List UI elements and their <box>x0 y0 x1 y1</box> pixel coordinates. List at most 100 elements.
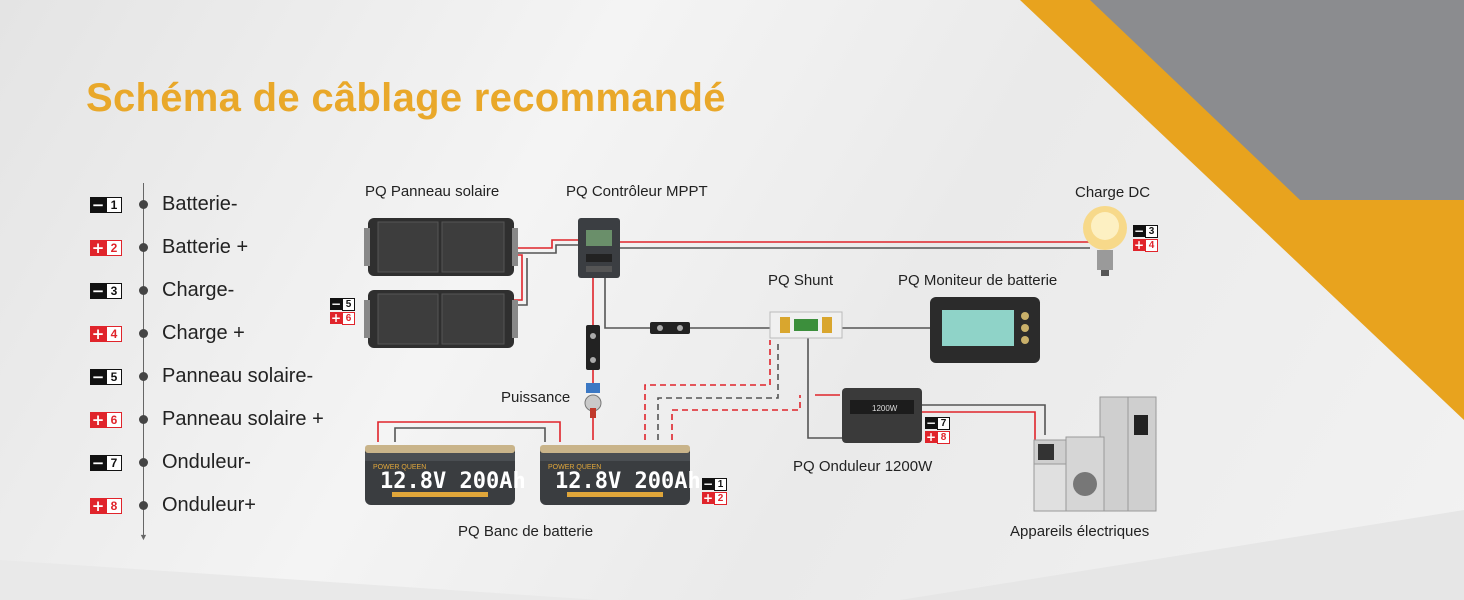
legend-item: +8 <box>90 495 122 517</box>
battery-bank-label: PQ Banc de batterie <box>458 523 594 540</box>
monitor-icon <box>930 297 1040 363</box>
wire-number: 3 <box>1145 224 1158 238</box>
minus-icon: − <box>90 368 106 386</box>
battery-rating-2: 12.8V 200Ah <box>555 469 701 494</box>
inverter-label: PQ Onduleur 1200W <box>793 458 933 475</box>
legend-dot <box>139 243 148 252</box>
plus-icon: + <box>90 325 106 343</box>
appliances-icon <box>1033 396 1157 512</box>
wire-badge-3: −3 <box>90 283 122 299</box>
wire-badge-1: −1 <box>702 477 727 491</box>
solar-panel-icon <box>364 218 518 348</box>
wire-number: 5 <box>342 297 355 311</box>
minus-icon: − <box>330 297 342 311</box>
wire-badge-6: +6 <box>330 311 355 325</box>
mppt-label: PQ Contrôleur MPPT <box>566 183 708 200</box>
battery-badges: −1+2 <box>702 477 727 506</box>
plus-icon: + <box>90 497 106 515</box>
wire-badge-7: −7 <box>925 416 950 430</box>
wire-badge-7: −7 <box>90 455 122 471</box>
wire-badge-8: +8 <box>925 430 950 444</box>
wire-badge-2: +2 <box>702 491 727 505</box>
wire-badge-8: +8 <box>90 498 122 514</box>
wire-badge-6: +6 <box>90 412 122 428</box>
plus-icon: + <box>90 239 106 257</box>
legend-label: Batterie + <box>162 236 249 258</box>
legend-label: Panneau solaire- <box>162 365 314 387</box>
wire-number: 4 <box>106 326 122 342</box>
legend-label: Onduleur- <box>162 451 251 473</box>
solar-panel-badges: −5+6 <box>330 297 355 326</box>
wire-number: 8 <box>937 430 950 444</box>
plus-icon: + <box>1133 238 1145 252</box>
legend-dot <box>139 329 148 338</box>
shunt-label: PQ Shunt <box>768 272 834 289</box>
minus-icon: − <box>90 454 106 472</box>
legend-line <box>143 183 144 538</box>
minus-icon: − <box>1133 224 1145 238</box>
legend-item: −1 <box>90 194 122 216</box>
wire-badge-3: −3 <box>1133 224 1158 238</box>
mppt-controller-icon <box>578 218 620 278</box>
legend-label: Batterie- <box>162 193 238 215</box>
battery-brand-1: POWER QUEEN <box>373 464 426 471</box>
wire-badge-1: −1 <box>90 197 122 213</box>
battery-brand-2: POWER QUEEN <box>548 464 601 471</box>
wire-number: 4 <box>1145 238 1158 252</box>
dc-load-label: Charge DC <box>1075 184 1151 201</box>
legend-dot <box>139 501 148 510</box>
legend-label: Charge + <box>162 322 245 344</box>
legend-item: +6 <box>90 409 122 431</box>
battery-rating-1: 12.8V 200Ah <box>380 469 526 494</box>
plus-icon: + <box>90 411 106 429</box>
appliances-label: Appareils électriques <box>1010 523 1150 540</box>
wire-number: 1 <box>714 477 727 491</box>
legend-dot <box>139 200 148 209</box>
legend-dot <box>139 286 148 295</box>
wire-number: 7 <box>106 455 122 471</box>
legend-item: −5 <box>90 366 122 388</box>
wire-number: 6 <box>342 311 355 325</box>
minus-icon: − <box>90 282 106 300</box>
wire-badge-4: +4 <box>1133 238 1158 252</box>
wires <box>377 239 1090 442</box>
legend-item: −3 <box>90 280 122 302</box>
legend-dot <box>139 458 148 467</box>
legend-dot <box>139 415 148 424</box>
wire-number: 1 <box>106 197 122 213</box>
legend-item: −7 <box>90 452 122 474</box>
power-switch-label: Puissance <box>501 389 571 406</box>
wire-badge-2: +2 <box>90 240 122 256</box>
inverter-badges: −7+8 <box>925 416 950 445</box>
legend-label: Panneau solaire + <box>162 408 324 430</box>
legend-label: Charge- <box>162 279 235 301</box>
switch-icon <box>584 383 602 418</box>
dc-load-badges: −3+4 <box>1133 224 1158 253</box>
minus-icon: − <box>90 196 106 214</box>
battery-icon: 12.8V 200Ah 12.8V 200Ah POWER QUEEN POWE… <box>365 445 701 505</box>
wire-number: 5 <box>106 369 122 385</box>
legend-item: +2 <box>90 237 122 259</box>
page-title: Schéma de câblage recommandé <box>86 76 726 120</box>
inverter-icon: 1200W <box>842 388 922 443</box>
plus-icon: + <box>330 311 342 325</box>
wire-badge-5: −5 <box>90 369 122 385</box>
legend-item: +4 <box>90 323 122 345</box>
wire-badge-5: −5 <box>330 297 355 311</box>
monitor-label: PQ Moniteur de batterie <box>898 272 1058 289</box>
minus-icon: − <box>702 477 714 491</box>
legend-label: Onduleur+ <box>162 494 256 516</box>
plus-icon: + <box>925 430 937 444</box>
shunt-icon <box>769 311 843 339</box>
wire-number: 2 <box>714 491 727 505</box>
wire-badge-4: +4 <box>90 326 122 342</box>
legend-dot <box>139 372 148 381</box>
wire-number: 8 <box>106 498 122 514</box>
inverter-display: 1200W <box>872 404 898 413</box>
plus-icon: + <box>702 491 714 505</box>
legend-arrow-icon: ▼ <box>139 532 148 542</box>
fuse-icon <box>586 322 690 370</box>
